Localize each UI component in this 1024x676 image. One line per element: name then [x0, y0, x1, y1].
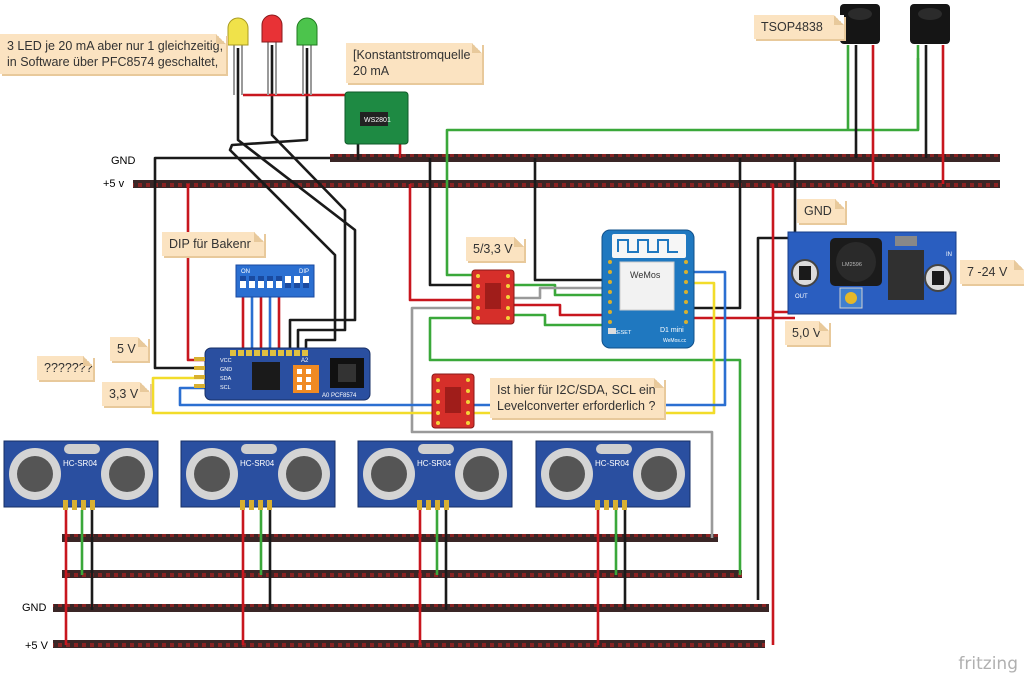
rails — [53, 154, 1000, 648]
led-green — [296, 17, 318, 95]
vcc-rail-top — [133, 180, 1000, 188]
dip-label: DIP — [299, 269, 309, 275]
note-vin-right: 7 -24 V — [960, 260, 1024, 284]
wire-green-bus — [428, 316, 742, 575]
sensor-2-label: HC-SR04 — [240, 459, 275, 468]
rail-bottom-2 — [62, 570, 742, 578]
wire-wemos-gnd — [680, 158, 742, 310]
pcf-addr-a0: A0 — [322, 393, 330, 399]
level-shifter-top — [471, 269, 515, 325]
rail-label-vcc-top: +5 v — [103, 178, 125, 190]
pcf-addr-a2: A2 — [301, 358, 309, 364]
led-driver-board: WS2801 — [344, 91, 409, 145]
pcf8574-board: VCC GND SDA SCL A2 A0 PCF8574 — [204, 347, 371, 401]
pcf-pin-sda: SDA — [220, 376, 232, 382]
gnd-rail-top — [330, 154, 1000, 162]
wemos-url: WeMos.cc — [663, 338, 687, 344]
wire-gray-bus — [410, 306, 714, 538]
dip-switch: ON DIP — [235, 264, 315, 298]
wire-ls-lv1 — [512, 283, 620, 297]
wire-led-yellow-anode — [236, 48, 357, 350]
note-dip: DIP für Bakenr — [162, 232, 264, 256]
buck-chip-label: LM2596 — [842, 262, 862, 268]
wires — [64, 45, 945, 645]
led-driver-label: WS2801 — [364, 117, 391, 124]
wemos-reset: RESET — [613, 330, 632, 336]
sensor-1-label: HC-SR04 — [63, 459, 98, 468]
wire-gnd-rail-to-wemos — [533, 158, 620, 282]
wemos-d1-mini: WeMos RESET D1 mini WeMos.cc — [601, 229, 695, 349]
tsop-sensor-2 — [910, 4, 950, 44]
note-current-source: [Konstantstromquelle 20 mA — [346, 43, 482, 83]
note-tsop: TSOP4838 — [754, 15, 844, 39]
note-i2c-question: Ist hier für I2C/SDA, SCL ein Levelconve… — [490, 378, 664, 418]
ultrasonic-sensor-3: HC-SR04 — [357, 440, 513, 510]
led-yellow — [227, 17, 249, 95]
ultrasonic-sensor-2: HC-SR04 — [180, 440, 336, 510]
note-qmarks: ??????? — [37, 356, 93, 380]
wire-led-green-anode — [228, 48, 337, 350]
wemos-brand: WeMos — [630, 270, 661, 280]
tsop-sensor-1 — [840, 4, 880, 44]
sensor-4-label: HC-SR04 — [595, 459, 630, 468]
wire-led-red-anode — [270, 45, 347, 350]
buck-out-label: OUT — [795, 294, 808, 300]
note-level-5-33: 5/3,3 V — [466, 237, 524, 261]
pcf-pin-gnd: GND — [220, 367, 232, 373]
wire-vcc-rail-to-levelshift — [408, 184, 475, 302]
note-three-volt-left: 3,3 V — [102, 382, 150, 406]
buck-converter: LM2596 OUT IN — [787, 231, 957, 315]
pcf-pin-vcc: VCC — [220, 358, 232, 364]
fritzing-watermark: fritzing — [958, 654, 1018, 674]
wire-ls-lv3 — [512, 303, 620, 317]
sensor-3-label: HC-SR04 — [417, 459, 452, 468]
pcf-pin-scl: SCL — [220, 385, 231, 391]
gnd-rail-bottom — [53, 604, 769, 612]
pcf-name: PCF8574 — [331, 393, 357, 399]
dip-on-label: ON — [241, 269, 250, 275]
note-led-info: 3 LED je 20 mA aber nur 1 gleichzeitig, … — [0, 34, 226, 74]
pcf-header-pins — [194, 357, 205, 388]
level-shifter-bottom — [431, 373, 475, 429]
rail-label-vcc-bottom: +5 V — [25, 640, 48, 652]
wire-gnd-rail-to-levelshift — [428, 158, 475, 287]
wemos-model: D1 mini — [660, 327, 684, 334]
rail-label-gnd-top: GND — [111, 155, 136, 167]
rail-bottom-1 — [62, 534, 718, 542]
wire-gnd-to-pcf — [153, 156, 330, 370]
buck-in-label: IN — [946, 252, 952, 258]
wire-ls-lv2 — [512, 286, 620, 300]
wire-buck-gnd — [756, 158, 797, 600]
wire-vcc-to-pcf — [186, 184, 205, 362]
note-five-volt-right: 5,0 V — [785, 321, 829, 345]
rail-label-gnd-bottom: GND — [22, 602, 47, 614]
ultrasonic-sensor-1: HC-SR04 — [3, 440, 159, 510]
ultrasonic-sensor-4: HC-SR04 — [535, 440, 691, 510]
vcc-rail-bottom — [53, 640, 765, 648]
note-gnd-right: GND — [797, 199, 845, 223]
sensor-wires — [64, 510, 627, 645]
note-five-volt-left: 5 V — [110, 337, 148, 361]
led-red — [261, 14, 283, 95]
